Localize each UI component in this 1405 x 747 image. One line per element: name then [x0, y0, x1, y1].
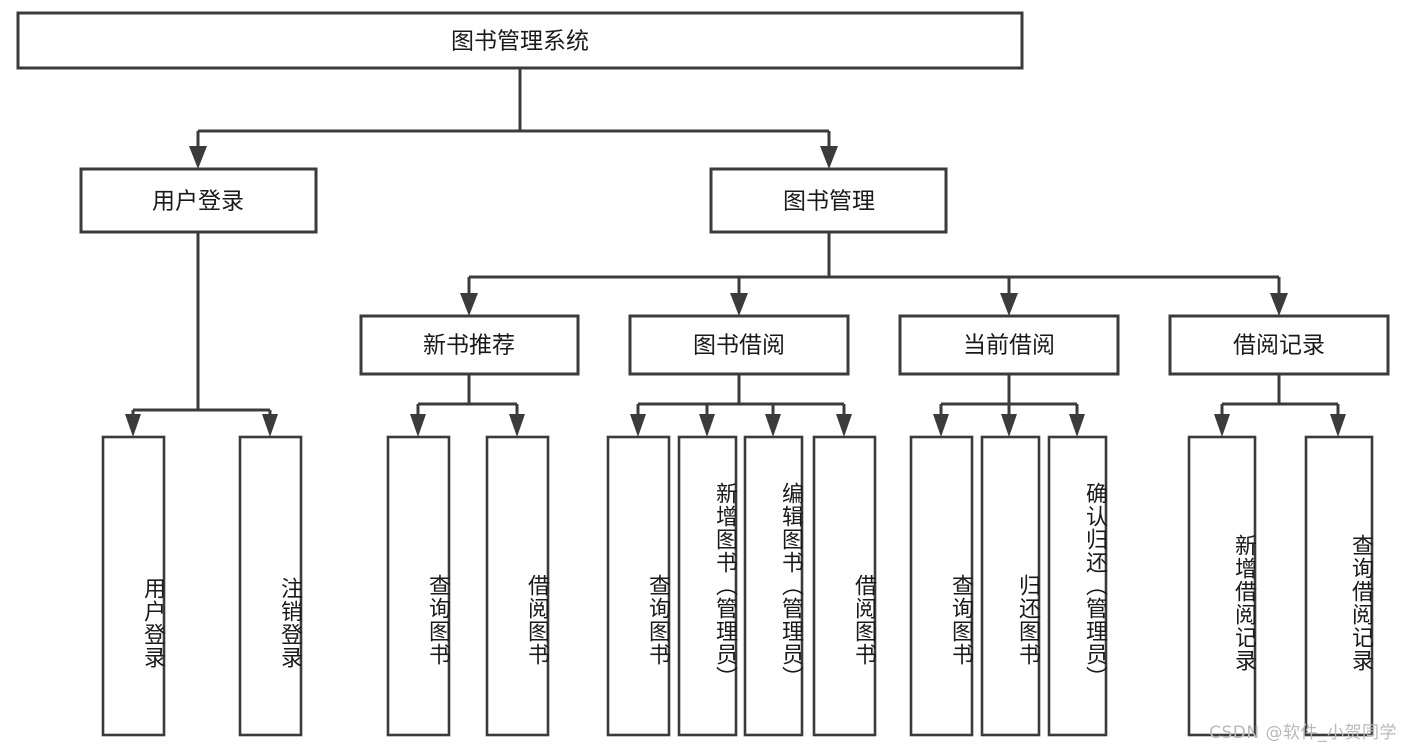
node-current-borrow-label: 当前借阅: [963, 333, 1055, 359]
csdn-watermark: CSDN @软件_小贺同学: [1209, 723, 1397, 743]
leaf-confirm-return-box[interactable]: [1047, 435, 1108, 737]
arrow-head-leaf-query-book-1: [410, 414, 426, 437]
node-user-login[interactable]: 用户登录: [79, 167, 318, 234]
leaf-query-book-2-box[interactable]: [606, 435, 671, 737]
arrow-head-leaf-edit-book: [765, 414, 781, 437]
node-root[interactable]: 图书管理系统: [16, 11, 1024, 70]
arrow-head-book-borrow: [730, 293, 748, 316]
connector-group-bookmanage: [460, 232, 1288, 316]
arrow-head-leaf-borrow-book-2: [836, 414, 852, 437]
arrow-head-leaf-query-record: [1330, 414, 1346, 437]
leaf-query-record-box[interactable]: [1304, 435, 1374, 737]
node-user-login-label: 用户登录: [152, 189, 244, 215]
arrow-head-leaf-query-book-2: [630, 414, 646, 437]
connector-group-currentborrow: [933, 374, 1085, 437]
node-borrow-record[interactable]: 借阅记录: [1168, 314, 1390, 376]
node-root-box[interactable]: [16, 11, 1024, 70]
node-book-manage-label: 图书管理: [783, 189, 875, 215]
node-borrow-record-label: 借阅记录: [1233, 333, 1325, 359]
leaf-user-logout-box[interactable]: [238, 435, 303, 737]
leaf-return-book-box[interactable]: [980, 435, 1041, 737]
connector-group-newbook: [410, 374, 525, 437]
leaf-edit-book-box[interactable]: [743, 435, 804, 737]
leaf-query-book-3-box[interactable]: [909, 435, 974, 737]
node-new-book-recommend-box[interactable]: [359, 314, 580, 376]
connector-group-userlogin: [125, 232, 278, 437]
arrow-head-leaf-query-book-3: [933, 414, 949, 437]
leaf-user-login-box[interactable]: [101, 435, 166, 737]
node-borrow-record-box[interactable]: [1168, 314, 1390, 376]
arrow-head-borrow-record: [1270, 293, 1288, 316]
leaf-add-book-box[interactable]: [677, 435, 738, 737]
arrow-head-leaf-confirm-return: [1069, 414, 1085, 437]
node-new-book-recommend[interactable]: 新书推荐: [359, 314, 580, 376]
leaf-query-book-1-box[interactable]: [386, 435, 451, 737]
connector-group-borrowrecord: [1214, 374, 1346, 437]
arrow-head-leaf-add-record: [1214, 414, 1230, 437]
arrow-head-current-borrow: [1000, 293, 1018, 316]
arrow-head-leaf-return-book: [1001, 414, 1017, 437]
leaf-borrow-book-1-box[interactable]: [485, 435, 550, 737]
arrow-head-leaf-user-login: [125, 414, 141, 437]
leaf-borrow-book-2-box[interactable]: [812, 435, 877, 737]
node-book-borrow-label: 图书借阅: [693, 333, 785, 359]
leaf-boxes: [101, 435, 1374, 737]
arrow-head-new-book-recommend: [460, 293, 478, 316]
node-current-borrow-box[interactable]: [898, 314, 1120, 376]
node-current-borrow[interactable]: 当前借阅: [898, 314, 1120, 376]
node-new-book-recommend-label: 新书推荐: [423, 333, 515, 359]
node-book-borrow[interactable]: 图书借阅: [628, 314, 850, 376]
connector-group-root: [189, 68, 838, 169]
leaf-add-record-box[interactable]: [1187, 435, 1257, 737]
node-book-manage-box[interactable]: [709, 167, 948, 234]
arrow-head-leaf-user-logout: [262, 414, 278, 437]
arrow-head-userlogin: [189, 146, 207, 169]
node-book-borrow-box[interactable]: [628, 314, 850, 376]
node-book-manage[interactable]: 图书管理: [709, 167, 948, 234]
arrow-head-bookmanage: [820, 146, 838, 169]
arrow-head-leaf-add-book: [699, 414, 715, 437]
connector-group-bookborrow: [630, 374, 852, 437]
arrow-head-leaf-borrow-book-1: [509, 414, 525, 437]
node-root-label: 图书管理系统: [451, 29, 589, 55]
node-user-login-box[interactable]: [79, 167, 318, 234]
